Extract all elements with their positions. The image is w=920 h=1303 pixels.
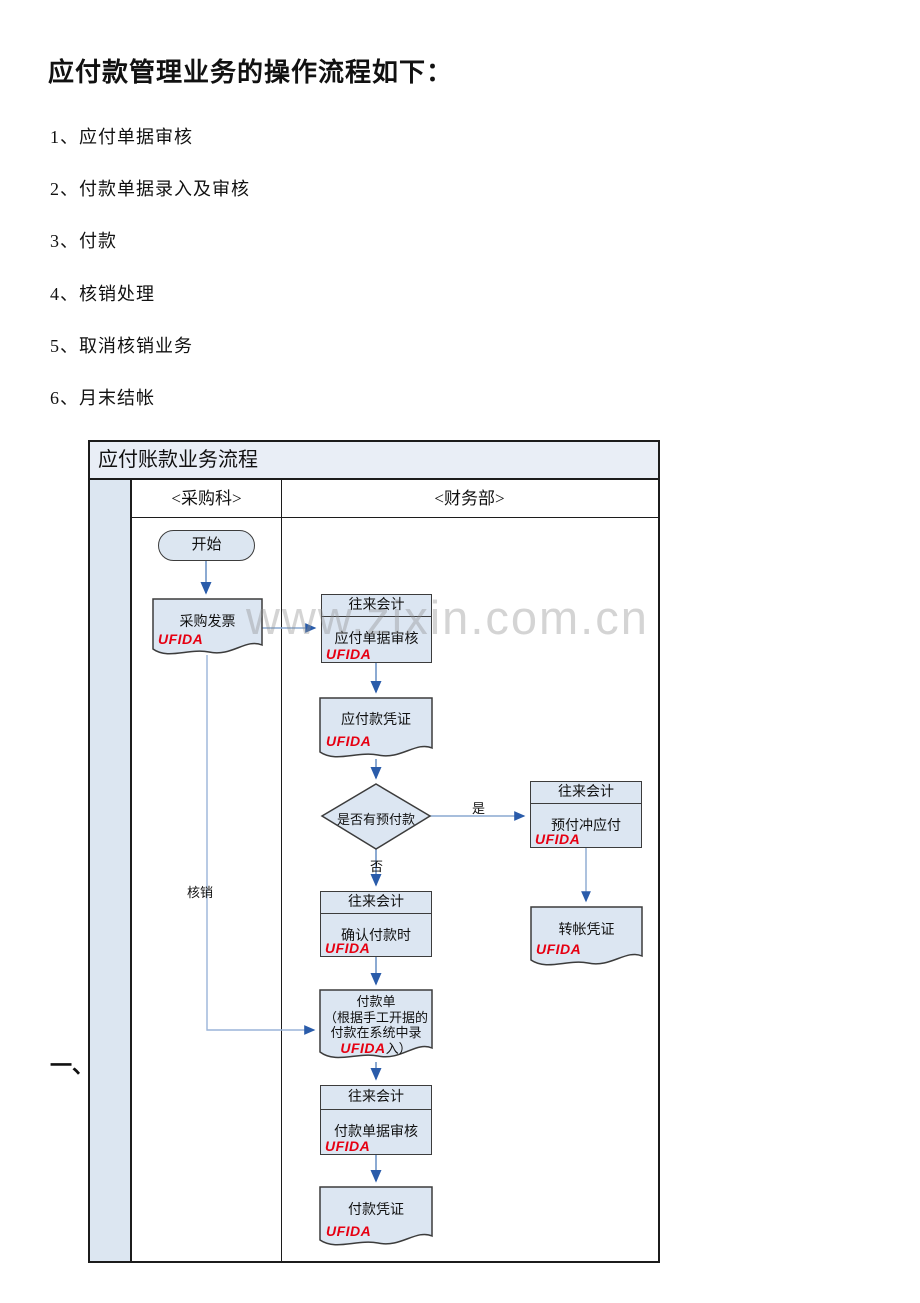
lane-label-purchasing: <采购科> bbox=[171, 489, 242, 508]
confirm-payment-role: 往来会计 bbox=[321, 892, 431, 914]
ufida-logo: UFIDA bbox=[340, 1039, 386, 1056]
lane-header-separator bbox=[132, 517, 658, 518]
prepay-offset-label: 预付冲应付 bbox=[551, 819, 621, 834]
ufida-logo: UFIDA bbox=[326, 733, 372, 749]
list-item-6: 6、月末结帐 bbox=[50, 388, 155, 408]
ufida-logo: UFIDA bbox=[536, 941, 582, 957]
ufida-logo: UFIDA bbox=[325, 940, 371, 956]
payment-review-node: 往来会计 付款单据审核 UFIDA bbox=[320, 1085, 432, 1155]
list-item-2: 2、付款单据录入及审核 bbox=[50, 179, 250, 199]
list-item-4: 4、核销处理 bbox=[50, 284, 155, 304]
payment-order-line: （根据手工开据的 bbox=[323, 1009, 428, 1025]
ap-review-role: 往来会计 bbox=[322, 595, 431, 617]
bottom-marker: 一、 bbox=[50, 1053, 95, 1078]
transfer-voucher-label: 转帐凭证 bbox=[558, 923, 615, 938]
edge-label-writeoff: 核销 bbox=[187, 885, 214, 900]
flowchart-left-gutter bbox=[90, 480, 132, 1261]
ap-voucher-label: 应付款凭证 bbox=[341, 713, 411, 728]
page-title: 应付款管理业务的操作流程如下： bbox=[48, 58, 454, 87]
list-item-1: 1、应付单据审核 bbox=[50, 127, 193, 147]
payment-order-label: 付款单 （根据手工开据的 付款在系统中录 UFIDA入） bbox=[320, 994, 432, 1056]
edge-label-yes: 是 bbox=[472, 801, 486, 816]
ufida-logo: UFIDA bbox=[158, 631, 204, 647]
purchase-invoice-label: 采购发票 bbox=[179, 615, 236, 630]
prepay-offset-node: 往来会计 预付冲应付 UFIDA bbox=[530, 781, 642, 848]
ap-review-node: 往来会计 应付单据审核 UFIDA bbox=[321, 594, 432, 663]
lane-divider bbox=[281, 480, 282, 1261]
confirm-payment-label: 确认付款时 bbox=[341, 929, 411, 944]
ufida-logo: UFIDA bbox=[326, 646, 372, 662]
start-node: 开始 bbox=[158, 530, 255, 561]
decision-label: 是否有预付款 bbox=[336, 812, 415, 827]
confirm-payment-node: 往来会计 确认付款时 UFIDA bbox=[320, 891, 432, 957]
payment-review-role: 往来会计 bbox=[321, 1086, 431, 1110]
payment-order-line: UFIDA入） bbox=[320, 1039, 432, 1057]
edge-writeoff bbox=[206, 655, 316, 1035]
ap-review-label: 应付单据审核 bbox=[334, 632, 419, 647]
payment-order-line: 付款单 bbox=[356, 994, 396, 1009]
payment-review-label: 付款单据审核 bbox=[334, 1125, 418, 1140]
payment-order-line: 付款在系统中录 bbox=[330, 1025, 422, 1040]
ufida-logo: UFIDA bbox=[326, 1223, 372, 1239]
flowchart-title: 应付账款业务流程 bbox=[90, 442, 658, 480]
edge-label-no: 否 bbox=[370, 859, 384, 874]
ufida-logo: UFIDA bbox=[535, 831, 581, 847]
prepay-offset-role: 往来会计 bbox=[531, 782, 641, 804]
payment-order-line-end: 入） bbox=[385, 1040, 412, 1056]
list-item-5: 5、取消核销业务 bbox=[50, 336, 193, 356]
list-item-3: 3、付款 bbox=[50, 231, 117, 251]
payment-voucher-label: 付款凭证 bbox=[348, 1203, 404, 1218]
lane-label-finance: <财务部> bbox=[434, 489, 505, 508]
ufida-logo: UFIDA bbox=[325, 1138, 371, 1154]
flowchart-frame: 应付账款业务流程 <采购科> <财务部> bbox=[88, 440, 660, 1263]
